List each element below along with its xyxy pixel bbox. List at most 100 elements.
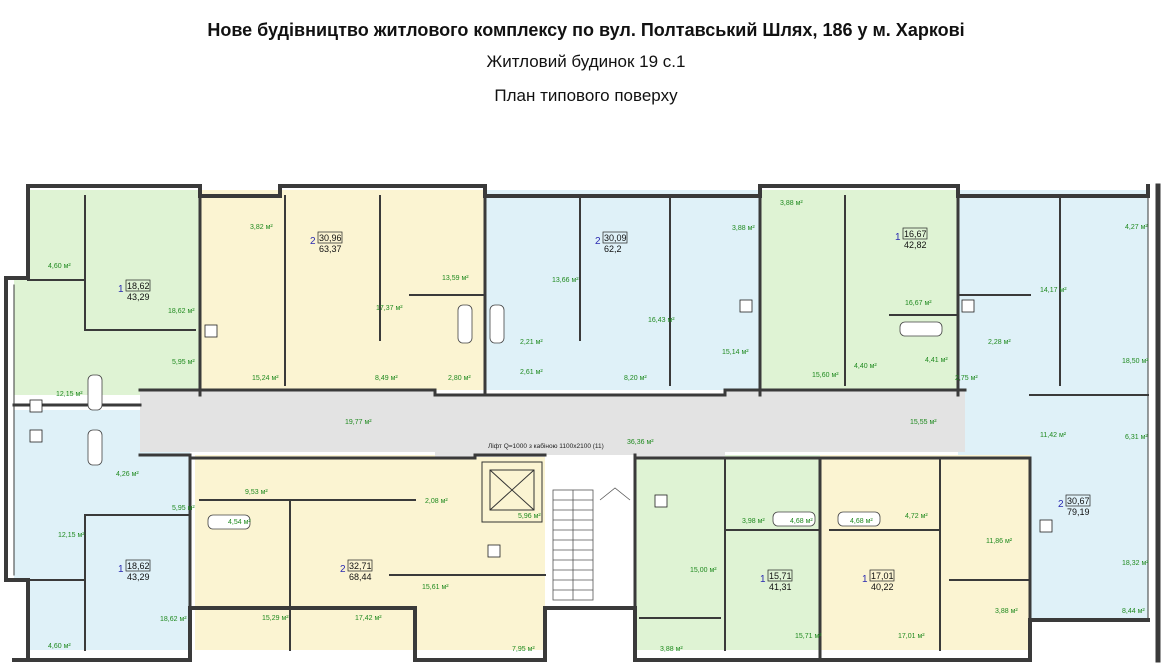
bathtub-icon (489, 304, 505, 344)
lift-box (481, 461, 543, 523)
room-area-label: 18,32 м² (1122, 560, 1149, 567)
stove-icon (654, 494, 668, 508)
room-area-label: 15,55 м² (910, 419, 937, 426)
apartment-rooms: 1 (118, 564, 124, 575)
room-area-labels: 4,60 м² 18,62 м² 5,95 м² 12,15 м² 3,82 м² 1 3,… (48, 200, 1149, 653)
room-area-label: 19,77 м² (345, 419, 372, 426)
stoves (29, 299, 1053, 558)
room-area-label: 4,26 м² (116, 471, 139, 478)
room-area-label: 4,60 м² (48, 263, 71, 270)
corridor-wall-top (138, 388, 967, 397)
room-area-label: 3,98 м² (742, 518, 765, 525)
room-area-label: 6,31 м² (1125, 434, 1148, 441)
room-area-label: 18,50 м² (1122, 358, 1149, 365)
lift-cabin (489, 469, 535, 511)
bathtub-icon (87, 429, 103, 466)
room-area-label: 18,62 м² (160, 616, 187, 623)
apartment-fill-2 (200, 190, 485, 390)
apartment-total-area: 40,22 (871, 582, 894, 592)
stove-icon (29, 399, 43, 413)
bathtubs (87, 304, 943, 530)
apartment-fill-3 (485, 190, 760, 390)
room-area-label: 16,67 м² (905, 300, 932, 307)
apartment-fill-1 (14, 190, 200, 395)
apartment-total-area: 68,44 (349, 572, 372, 582)
stove-icon (961, 299, 975, 313)
room-area-label: 9,53 м² (245, 489, 268, 496)
room-area-label: 12,15 м² (58, 532, 85, 539)
room-area-label: 12,15 м² (56, 391, 83, 398)
room-area-label: 2,61 м² (520, 369, 543, 376)
room-area-label: 2,08 м² (425, 498, 448, 505)
living-area-box (767, 569, 793, 582)
corridor-right (725, 390, 965, 452)
room-area-label: 36,36 м² (627, 439, 654, 446)
apartment-total-area: 42,82 (904, 240, 927, 250)
room-area-label: 17,42 м² (355, 615, 382, 622)
room-area-label: 2,75 м² (955, 375, 978, 382)
plan-caption: План типового поверху (494, 86, 678, 105)
stair-arrow (599, 487, 631, 501)
page-title: Нове будівництво житлового комплексу по … (207, 20, 965, 40)
bathtub-icon (87, 374, 103, 411)
room-area-label: 15,24 м² (252, 375, 279, 382)
room-area-label: 3,82 м² (250, 224, 273, 231)
living-area-box (869, 569, 895, 582)
stove-icon (29, 429, 43, 443)
room-area-label: 4,40 м² (854, 363, 877, 370)
room-area-label: 11,86 м² (986, 538, 1013, 545)
room-area-label: 3,88 м² (780, 200, 803, 207)
room-area-label: 5,95 м² (172, 359, 195, 366)
living-area-box (347, 559, 373, 572)
room-area-label: 17,37 м² (376, 305, 403, 312)
apartment-fill-6 (195, 455, 545, 650)
room-area-label: 7,95 м² (512, 646, 535, 653)
apartment-total-area: 62,2 (604, 244, 622, 254)
apartment-living-area: 17,01 (871, 571, 894, 581)
apartment-living-area: 16,67 (904, 229, 927, 239)
apartment-fill-7 (635, 455, 820, 650)
bathtub-icon (837, 511, 881, 527)
room-area-label: 4,27 м² (1125, 224, 1148, 231)
corridor-left (140, 390, 435, 452)
room-area-label: 2,21 м² (520, 339, 543, 346)
stove-icon (739, 299, 753, 313)
outer-wall-left (4, 184, 30, 662)
apartment-rooms: 1 (862, 574, 868, 585)
room-area-label: 3,88 м² (995, 608, 1018, 615)
room-area-label: 5,96 м² (518, 513, 541, 520)
outer-wall-top (26, 184, 1150, 198)
corridor-wall-bottom (138, 453, 547, 460)
room-area-label: 4,68 м² (790, 518, 813, 525)
lift-cross (489, 469, 535, 511)
apartment-rooms: 2 (595, 236, 601, 247)
room-area-label: 15,71 м² (795, 633, 822, 640)
room-area-label: 3,88 м² (732, 225, 755, 232)
apartment-rooms: 2 (1058, 499, 1064, 510)
apartment-fills (14, 190, 1148, 650)
room-area-label: 2,28 м² (988, 339, 1011, 346)
stove-icon (487, 544, 501, 558)
apartment-rooms: 1 (118, 284, 124, 295)
bathtub-icon (207, 514, 251, 530)
room-area-label: 8,49 м² (375, 375, 398, 382)
room-area-label: 4,60 м² (48, 643, 71, 650)
room-area-label: 4,68 м² (850, 518, 873, 525)
room-area-label: 5,95 м² (172, 505, 195, 512)
room-area-label: 16,43 м² (648, 317, 675, 324)
lift-shaft (481, 461, 543, 523)
bathtub-icon (772, 511, 816, 527)
living-area-box (902, 227, 928, 240)
apartment-living-area: 32,71 (349, 561, 372, 571)
apartment-living-area: 30,67 (1067, 496, 1090, 506)
apartment-rooms: 1 (760, 574, 766, 585)
room-area-label: 8,44 м² (1122, 608, 1145, 615)
corridor-mid (435, 395, 725, 457)
